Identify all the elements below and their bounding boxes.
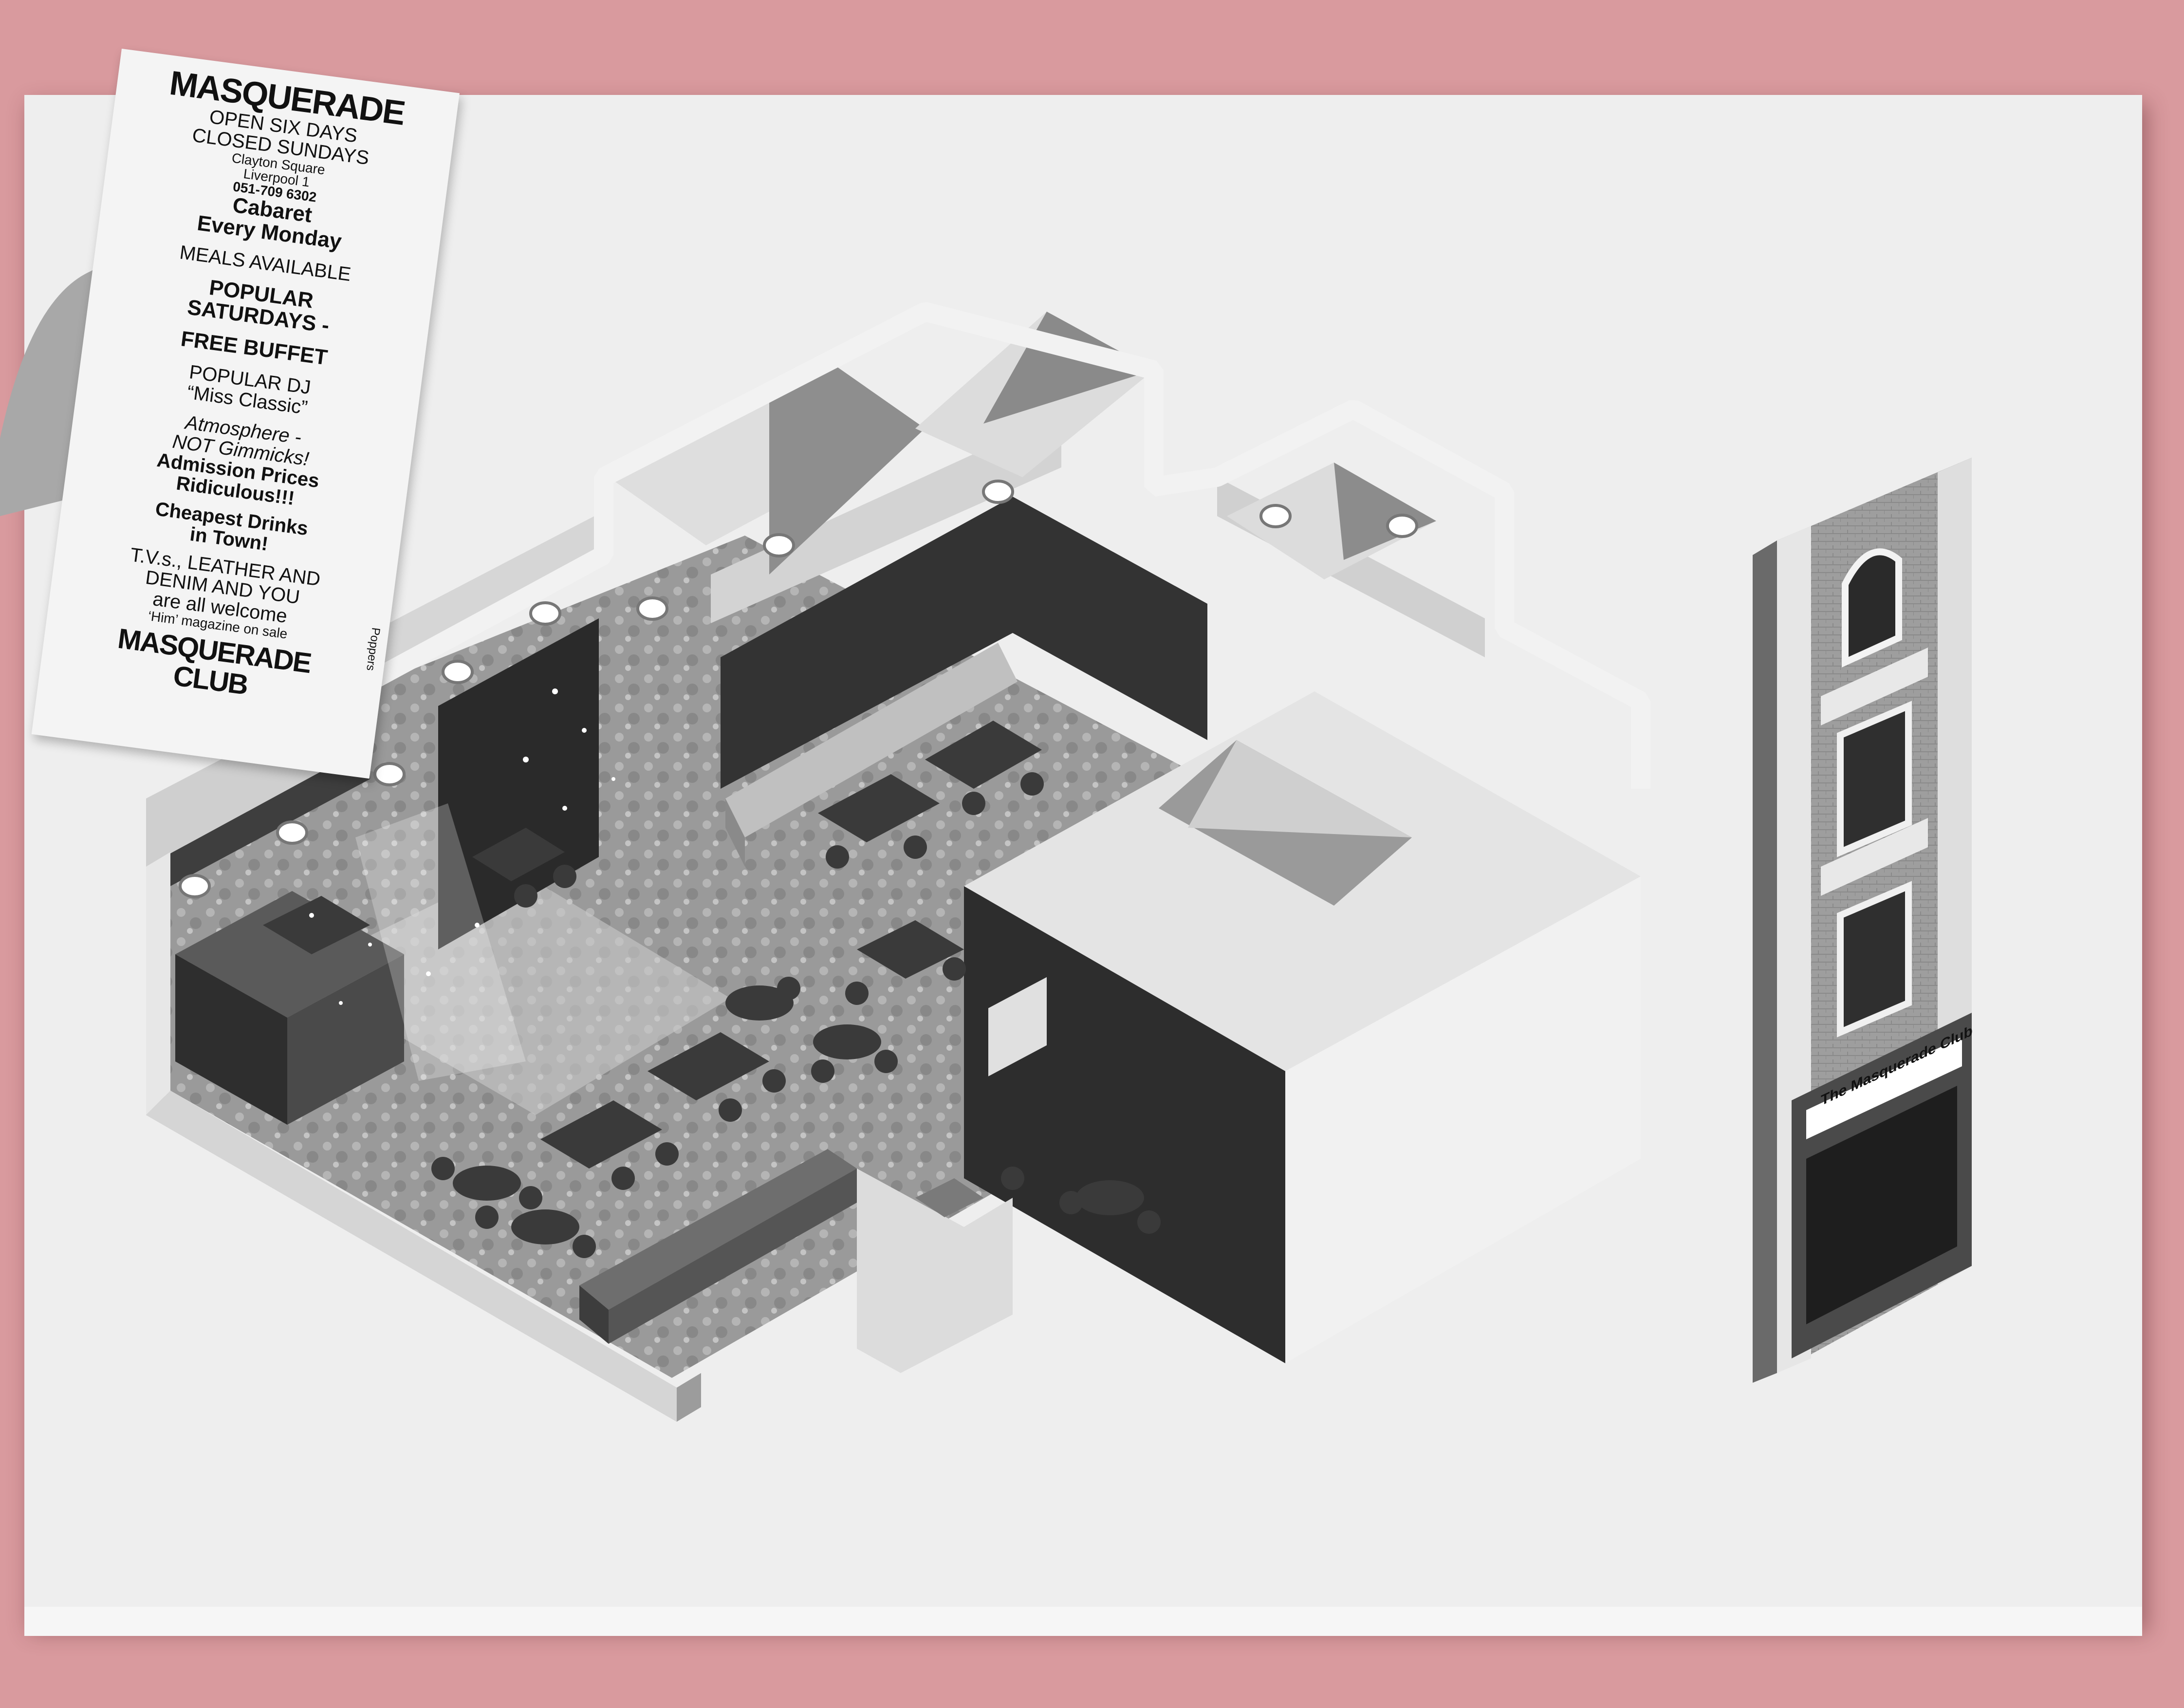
table — [453, 1166, 521, 1201]
chair — [611, 1167, 635, 1190]
ceiling-light — [529, 601, 561, 626]
arched-window — [1842, 548, 1902, 668]
stage-side — [287, 954, 404, 1125]
table — [857, 920, 964, 979]
chair — [962, 792, 985, 815]
ceiling-light — [763, 533, 795, 557]
ceiling-light — [442, 660, 474, 684]
chair — [811, 1059, 834, 1083]
shop-sign-board — [1806, 1037, 1962, 1139]
chair — [1001, 1167, 1024, 1190]
shop-doors — [1806, 1086, 1957, 1324]
skylight-2-face — [983, 312, 1154, 424]
back-wall-right — [721, 497, 1207, 789]
table — [925, 721, 1042, 789]
club-floorplan — [146, 302, 1650, 1422]
outer-wall-front — [146, 1091, 677, 1422]
booth-seating-front — [725, 798, 745, 867]
ceiling-light — [1386, 514, 1418, 538]
chair — [475, 1206, 499, 1229]
chair — [1059, 1191, 1083, 1214]
skylight-1-face — [769, 360, 925, 575]
booth-seating — [725, 643, 1018, 837]
chair — [573, 1235, 596, 1258]
chair — [826, 845, 849, 869]
table — [511, 1209, 579, 1244]
chair — [431, 1157, 455, 1180]
chair — [514, 884, 537, 908]
lounge-skylight-hi — [1188, 740, 1412, 837]
chair — [553, 865, 576, 888]
ceiling-lights — [179, 480, 1418, 898]
dj-box — [263, 896, 370, 954]
soffit-right — [711, 414, 1061, 623]
table — [725, 985, 794, 1021]
stage-front — [175, 954, 287, 1125]
ceiling-light — [276, 820, 308, 845]
table — [818, 774, 940, 842]
building-facade — [1753, 458, 1972, 1383]
table — [813, 1024, 881, 1059]
bar-counter-front — [579, 1285, 609, 1344]
chair — [519, 1186, 542, 1209]
ceiling-light — [982, 480, 1014, 504]
bar-counter — [579, 1149, 857, 1310]
window-middle — [1837, 701, 1912, 857]
ceiling-light — [373, 762, 406, 786]
table — [1076, 1180, 1144, 1215]
balcony-lower — [1821, 818, 1928, 896]
window-lower — [1837, 881, 1912, 1038]
table — [472, 828, 565, 881]
tables-and-chairs — [431, 721, 1161, 1258]
facade-side — [1753, 540, 1777, 1383]
chair — [943, 957, 966, 981]
corridor-step — [915, 1178, 983, 1217]
floor-light-patch — [292, 867, 730, 1115]
lounge-window — [988, 977, 1047, 1077]
chair — [845, 982, 869, 1005]
ceiling-light — [179, 874, 211, 898]
paper-torn-edge — [24, 1607, 2142, 1636]
chair — [1137, 1210, 1161, 1234]
table — [540, 1100, 662, 1169]
ceiling-light — [636, 596, 668, 621]
table — [648, 1032, 769, 1100]
wall-top-ridges — [365, 302, 1650, 789]
sparkles — [309, 688, 615, 1005]
skylight-3-face — [1334, 463, 1436, 560]
spotlight-beam — [355, 803, 526, 1081]
club-floor — [170, 536, 1188, 1378]
balcony-upper — [1821, 648, 1928, 725]
entrance-corridor — [857, 1169, 1013, 1373]
chair — [777, 977, 800, 1000]
chair — [1020, 772, 1044, 796]
chair — [874, 1050, 898, 1073]
outer-wall-left — [146, 852, 170, 1115]
ceiling-light — [1259, 504, 1292, 528]
chair — [719, 1098, 742, 1122]
chair — [762, 1069, 786, 1093]
chair — [655, 1142, 679, 1166]
lounge-front-right — [1285, 876, 1641, 1363]
base-slab-right — [677, 1373, 701, 1422]
chair — [904, 835, 927, 859]
bar-shelves — [609, 1169, 857, 1344]
